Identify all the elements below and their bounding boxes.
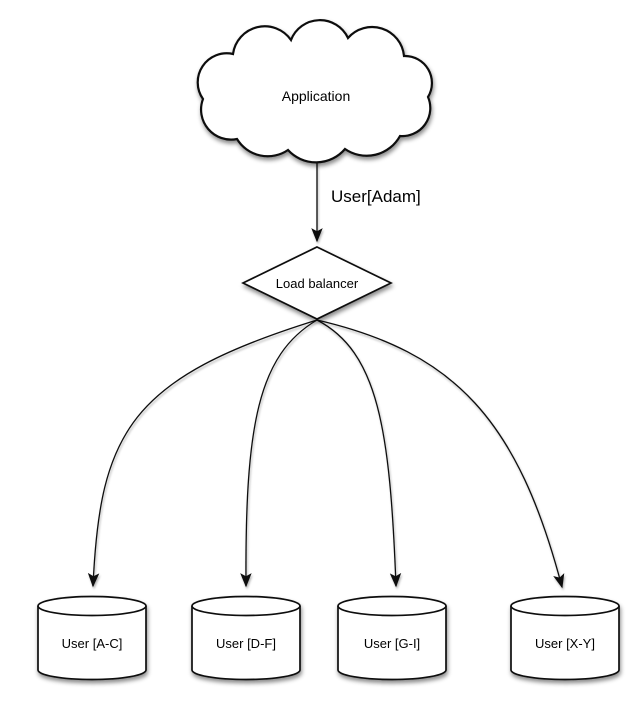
edge-loadbalancer-to-shard-a-c xyxy=(87,319,318,588)
database-cylinder-icon xyxy=(337,606,447,681)
diamond-icon xyxy=(241,246,393,320)
database-cylinder-icon xyxy=(37,606,147,681)
application-label: Application xyxy=(282,88,351,104)
database-cylinder-icon xyxy=(191,606,301,681)
load-balancer-node: Load balancer xyxy=(241,246,393,320)
shard-node-x-y: User [X-Y] xyxy=(510,595,620,681)
edge-loadbalancer-to-shard-g-i xyxy=(316,319,402,588)
shard-node-d-f: User [D-F] xyxy=(191,595,301,681)
shard-label: User [A-C] xyxy=(62,636,123,651)
database-cylinder-top xyxy=(337,595,447,617)
database-cylinder-top xyxy=(510,595,620,617)
database-cylinder-top xyxy=(191,595,301,617)
shard-node-a-c: User [A-C] xyxy=(37,595,147,681)
shard-label: User [G-I] xyxy=(364,636,420,651)
shard-label: User [X-Y] xyxy=(535,636,595,651)
load-balancer-label: Load balancer xyxy=(276,276,359,291)
database-cylinder-top xyxy=(37,595,147,617)
request-edge-label: User[Adam] xyxy=(331,187,421,206)
shard-label: User [D-F] xyxy=(216,636,276,651)
cloud-icon xyxy=(196,19,433,164)
edge-loadbalancer-to-shard-d-f xyxy=(240,319,318,588)
application-cloud-node: Application xyxy=(196,19,433,164)
database-cylinder-icon xyxy=(510,606,620,681)
shard-node-g-i: User [G-I] xyxy=(337,595,447,681)
edge-loadbalancer-to-shard-x-y xyxy=(316,319,565,589)
